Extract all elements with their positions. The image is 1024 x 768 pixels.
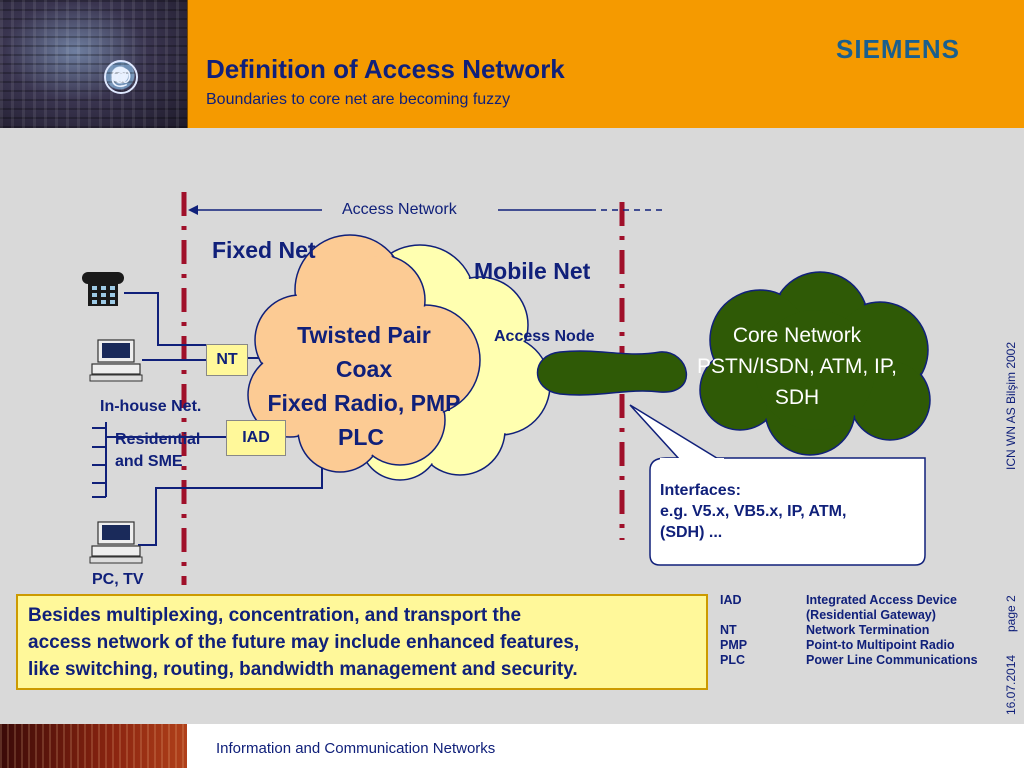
pc-tv-label: PC, TV [92,571,144,588]
telephone-icon [82,272,124,306]
summary-text: Besides multiplexing, concentration, and… [28,602,700,683]
technology-line: Fixed Radio, PMP [267,390,461,416]
access-node-blob [536,350,688,396]
footer-text: Information and Communication Networks [216,740,496,757]
legend-definition: Network Termination [806,623,930,637]
legend-definition: Point-to Multipoint Radio [806,638,955,652]
nt-box: NT [206,344,248,376]
iad-box: IAD [226,420,286,456]
siemens-logo: SIEMENS [836,34,961,64]
interfaces-line: Interfaces: [660,482,741,499]
header-photo: @ [0,0,188,128]
summary-line: access network of the future may include… [28,632,580,653]
legend-definition: Integrated Access Device [806,593,958,607]
page-title: Definition of Access Network [206,54,565,84]
core-line: Core Network [732,324,862,347]
fixed-net-label: Fixed Net [212,237,316,263]
core-line: PSTN/ISDN, ATM, IP, [697,355,897,378]
interfaces-text: Interfaces: e.g. V5.x, VB5.x, IP, ATM, (… [660,480,846,543]
access-network-diagram [82,192,931,585]
core-line: SDH [774,386,820,409]
date-vertical-text: 16.07.2014 [1004,654,1018,715]
at-symbol-icon: @ [104,60,138,94]
legend-abbr: PMP [720,638,748,652]
interfaces-line: e.g. V5.x, VB5.x, IP, ATM, [660,503,847,520]
access-network-label: Access Network [342,201,457,218]
page-number-vertical-text: page 2 [1004,595,1018,632]
mobile-net-label: Mobile Net [474,258,591,284]
computer-icon-2 [89,521,143,564]
summary-line: Besides multiplexing, concentration, and… [28,605,522,626]
legend-abbr: PLC [720,653,745,667]
page-subtitle: Boundaries to core net are becoming fuzz… [206,91,511,108]
technology-line: PLC [338,424,384,450]
residential-line: Residential [115,431,201,448]
interfaces-line: (SDH) ... [660,524,723,541]
core-network-text: Core Network PSTN/ISDN, ATM, IP, SDH [664,320,930,413]
legend-definition: Power Line Communications [806,653,978,667]
technology-line: Twisted Pair [297,322,431,348]
technology-line: Coax [335,356,393,382]
access-arrow-head [188,205,198,215]
legend-definition: (Residential Gateway) [806,608,936,622]
residential-label: Residential and SME [115,429,200,473]
summary-line: like switching, routing, bandwidth manag… [28,659,578,680]
legend-abbr: NT [720,623,737,637]
fixed-net-technologies: Twisted Pair Coax Fixed Radio, PMP PLC [244,318,484,454]
footer-photo [0,724,187,768]
interfaces-bubble [649,457,926,566]
legend-abbr: IAD [720,593,742,607]
org-vertical-text: ICN WN AS Bilşim 2002 [1004,341,1018,470]
residential-line: and SME [115,453,183,470]
header-bar: @ Definition of Access Network Boundarie… [0,0,1024,128]
computer-icon-1 [89,339,143,382]
access-node-label: Access Node [494,328,595,345]
footer-bar: Information and Communication Networks [0,724,1024,768]
summary-callout: Besides multiplexing, concentration, and… [16,594,708,690]
in-house-net-label: In-house Net. [100,398,202,415]
